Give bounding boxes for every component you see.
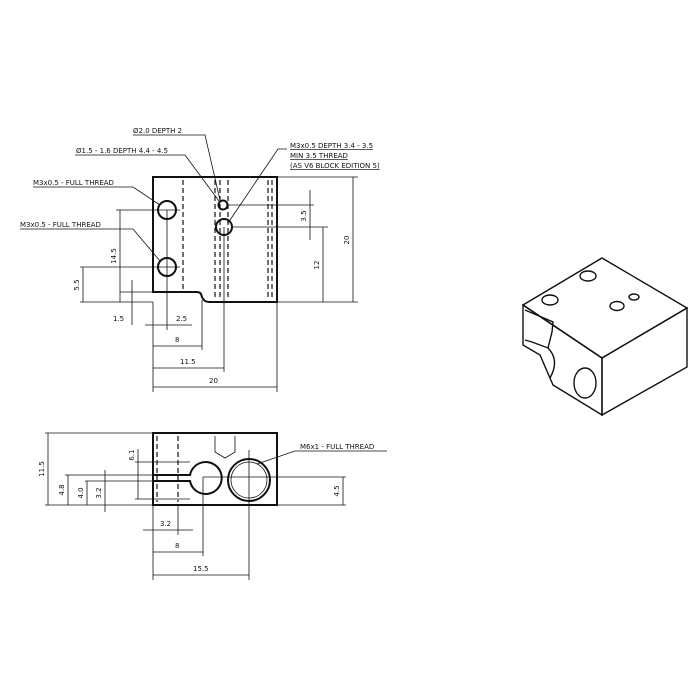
front-dimension-lines — [20, 134, 358, 392]
bottom-dimension-lines — [45, 432, 387, 580]
front-view: Ø2.0 DEPTH 2 Ø1.5 - 1.6 DEPTH 4.4 - 4.5 … — [20, 127, 380, 392]
dim-15-5: 15.5 — [193, 565, 209, 573]
iso-top-hole — [628, 293, 640, 301]
dim-6-1: 6.1 — [128, 449, 136, 460]
iso-slot — [524, 309, 554, 349]
dim-4-0: 4.0 — [77, 487, 85, 498]
bottom-view: M6x1 - FULL THREAD 11.5 4.8 4.0 3.2 6.1 … — [38, 432, 387, 580]
dim-4-5: 4.5 — [333, 485, 341, 496]
callout-m3-side-b: M3x0.5 - FULL THREAD — [20, 221, 101, 229]
dim-3-2-horizontal: 3.2 — [160, 520, 171, 528]
dim-height-20: 20 — [343, 236, 351, 245]
heatbreak-bore-slot — [153, 461, 223, 495]
callout-m3-side-a: M3x0.5 - FULL THREAD — [33, 179, 114, 187]
dim-1-5: 1.5 — [113, 315, 124, 323]
bottom-block-outline — [152, 432, 278, 506]
hole-2mm — [217, 199, 229, 211]
iso-right-face — [601, 306, 688, 417]
iso-bore-edge — [547, 347, 556, 379]
front-block-outline — [152, 176, 278, 303]
iso-left-face — [522, 303, 603, 417]
dim-4-8: 4.8 — [58, 484, 66, 495]
dim-12: 12 — [313, 261, 321, 270]
iso-top-face — [521, 257, 689, 359]
dim-8: 8 — [175, 336, 179, 344]
callout-hole-2: Ø2.0 DEPTH 2 — [133, 127, 182, 135]
callout-m3-top-line2: MIN 3.5 THREAD — [290, 152, 348, 160]
callout-hole-1-5: Ø1.5 - 1.6 DEPTH 4.4 - 4.5 — [76, 147, 168, 155]
dim-14-5: 14.5 — [110, 248, 118, 264]
hidden-hole-profile — [214, 436, 236, 459]
iso-m6-hole — [573, 367, 597, 399]
dim-3-2-vertical: 3.2 — [95, 487, 103, 498]
callout-m3-top-line3: (AS V6 BLOCK EDITION 5) — [290, 162, 380, 170]
dim-width-20: 20 — [209, 377, 218, 385]
iso-top-hole — [541, 294, 559, 306]
callout-m6: M6x1 - FULL THREAD — [300, 443, 374, 451]
iso-top-hole — [609, 300, 625, 312]
iso-top-hole — [579, 270, 597, 282]
isometric-view — [521, 257, 689, 417]
dim-3-5: 3.5 — [300, 210, 308, 221]
dim-2-5: 2.5 — [176, 315, 187, 323]
callout-m3-top-line1: M3x0.5 DEPTH 3.4 - 3.5 — [290, 142, 373, 150]
dim-11-5: 11.5 — [38, 461, 46, 477]
dim-5-5: 5.5 — [73, 279, 81, 290]
dim-11-5: 11.5 — [180, 358, 196, 366]
dim-8: 8 — [175, 542, 179, 550]
